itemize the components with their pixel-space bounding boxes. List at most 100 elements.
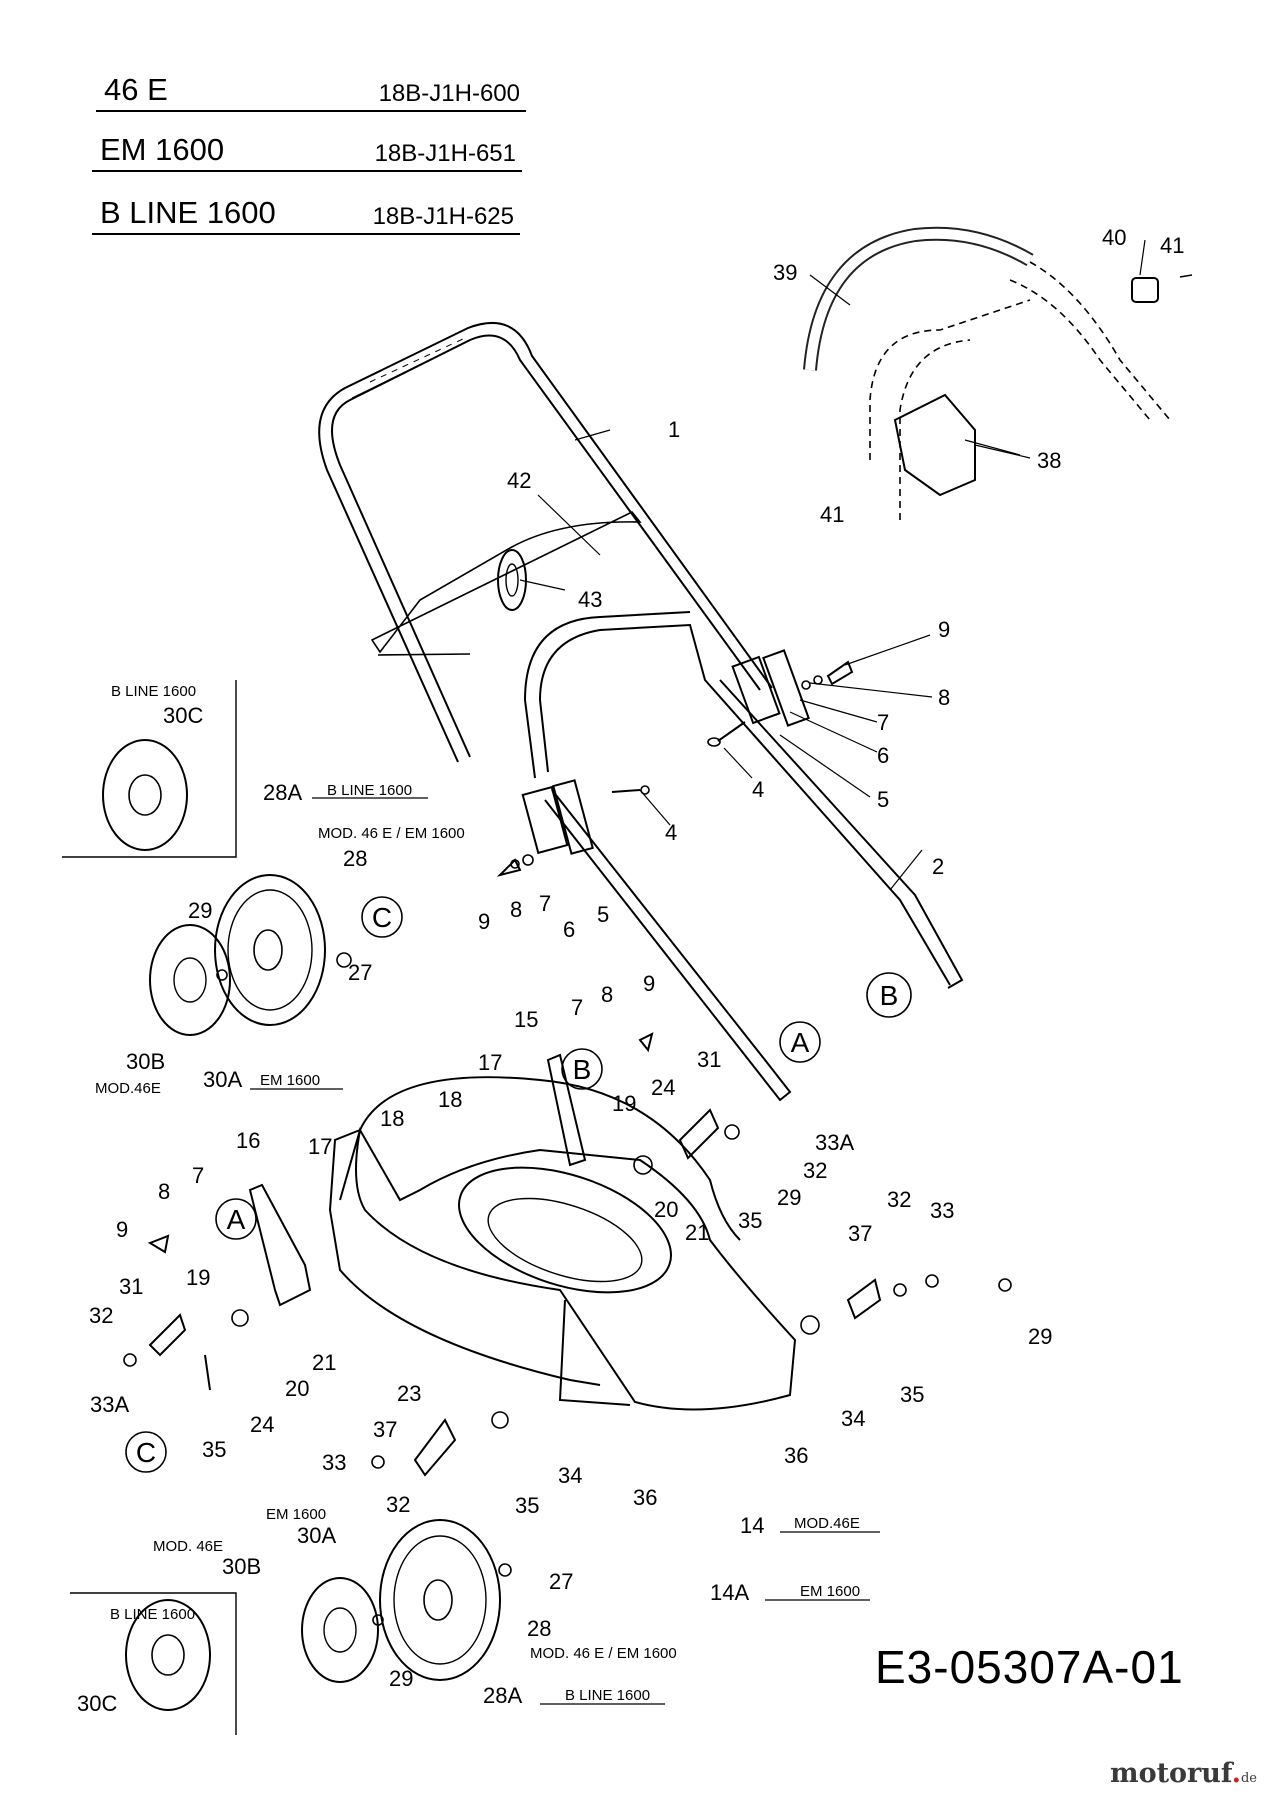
part-label-7-lower-left: 7 <box>192 1163 204 1188</box>
variant-label-b-line-28a-bottom: B LINE 1600 <box>565 1687 650 1704</box>
part-label-35-bottom: 35 <box>515 1493 539 1518</box>
part-callouts: 1 2 4 4 5 5 6 6 7 7 7 7 8 8 8 8 9 9 9 9 … <box>77 225 1184 1716</box>
part-label-32-left: 32 <box>89 1303 113 1328</box>
part-label-17-left: 17 <box>308 1134 332 1159</box>
logo-dot: . <box>1231 1758 1241 1789</box>
part-label-35-left: 35 <box>202 1437 226 1462</box>
model-code: 18B-J1H-651 <box>374 140 516 167</box>
part-label-9-right: 9 <box>938 617 950 642</box>
part-label-19-left: 19 <box>186 1265 210 1290</box>
part-label-18-top: 18 <box>438 1087 462 1112</box>
part-label-8-right: 8 <box>938 685 950 710</box>
detail-ref-b-right[interactable]: B <box>866 972 912 1018</box>
document-number: E3-05307A-01 <box>875 1641 1184 1693</box>
variant-label-b-line-inset-top: B LINE 1600 <box>111 683 196 700</box>
leader-lines <box>519 239 1146 891</box>
part-label-4-left: 4 <box>665 820 677 845</box>
handle-top-right-detail <box>803 226 1193 520</box>
part-label-30c-top: 30C <box>163 703 203 728</box>
model-row-46e: 46 E 18B-J1H-600 <box>96 70 526 112</box>
detail-ref-c-top[interactable]: C <box>361 896 403 938</box>
inset-wheel-bottom <box>125 1599 211 1711</box>
part-label-32-bottom: 32 <box>386 1492 410 1517</box>
height-adjuster-left <box>123 1183 312 1391</box>
upper-handle <box>318 321 773 763</box>
part-label-31-top: 31 <box>697 1047 721 1072</box>
part-label-32-center: 32 <box>803 1158 827 1183</box>
variant-labels: B LINE 1600 B LINE 1600 MOD. 46 E / EM 1… <box>95 683 860 1704</box>
variant-label-mod-46e-em-top: MOD. 46 E / EM 1600 <box>318 825 465 842</box>
variant-label-em-30a-bottom: EM 1600 <box>266 1506 326 1523</box>
part-label-29-center: 29 <box>777 1185 801 1210</box>
variant-label-mod-46e-14: MOD.46E <box>794 1515 860 1532</box>
part-label-34-right: 34 <box>841 1406 865 1431</box>
bottom-wheel-assembly <box>301 1519 512 1683</box>
part-label-29-right: 29 <box>1028 1324 1052 1349</box>
part-label-7-right: 7 <box>877 710 889 735</box>
part-label-32-right: 32 <box>887 1187 911 1212</box>
part-label-9-lower-left: 9 <box>116 1217 128 1242</box>
deck-housing <box>328 1076 797 1411</box>
part-label-21-left: 21 <box>312 1350 336 1375</box>
part-label-17-top: 17 <box>478 1050 502 1075</box>
part-label-30c-bottom: 30C <box>77 1691 117 1716</box>
part-label-5-right: 5 <box>877 787 889 812</box>
part-label-33-bottom: 33 <box>322 1450 346 1475</box>
part-label-8-center: 8 <box>601 982 613 1007</box>
inset-box-bottom <box>70 1592 237 1735</box>
model-row-em1600: EM 1600 18B-J1H-651 <box>92 130 522 172</box>
part-label-33a-left: 33A <box>90 1392 129 1417</box>
part-label-7-left: 7 <box>539 891 551 916</box>
part-label-41-top: 41 <box>1160 233 1184 258</box>
svg-text:A: A <box>791 1027 810 1058</box>
part-label-20-center: 20 <box>654 1197 678 1222</box>
model-name: 46 E <box>104 72 168 107</box>
part-label-35-right: 35 <box>900 1382 924 1407</box>
part-label-40: 40 <box>1102 225 1126 250</box>
part-label-27-bottom: 27 <box>549 1569 573 1594</box>
part-label-7-center: 7 <box>571 995 583 1020</box>
logo-brand: motoruf <box>1110 1758 1232 1789</box>
detail-ref-b-center[interactable]: B <box>561 1048 603 1090</box>
part-label-18-left: 18 <box>380 1106 404 1131</box>
part-label-36-right: 36 <box>784 1443 808 1468</box>
part-label-43: 43 <box>578 587 602 612</box>
model-row-bline1600: B LINE 1600 18B-J1H-625 <box>92 193 520 235</box>
height-adjuster-right <box>800 1274 1012 1335</box>
part-label-36-bottom: 36 <box>633 1485 657 1510</box>
svg-text:C: C <box>136 1437 156 1468</box>
part-label-39: 39 <box>773 260 797 285</box>
part-label-33-right: 33 <box>930 1198 954 1223</box>
model-name: B LINE 1600 <box>100 195 276 230</box>
variant-label-mod-46e-em-bottom: MOD. 46 E / EM 1600 <box>530 1645 677 1662</box>
svg-text:B: B <box>880 980 899 1011</box>
part-label-8-lower-left: 8 <box>158 1179 170 1204</box>
part-label-30b-bottom: 30B <box>222 1554 261 1579</box>
part-label-19-top: 19 <box>612 1091 636 1116</box>
part-label-9-left: 9 <box>478 909 490 934</box>
part-label-6-right: 6 <box>877 743 889 768</box>
detail-ref-c-bottom[interactable]: C <box>125 1431 167 1473</box>
detail-ref-a-right[interactable]: A <box>779 1021 821 1063</box>
svg-text:B: B <box>573 1054 592 1085</box>
top-wheel-assembly <box>149 874 352 1036</box>
part-label-9-center: 9 <box>643 971 655 996</box>
model-code: 18B-J1H-625 <box>372 203 514 230</box>
variant-label-b-line-inset-bottom: B LINE 1600 <box>110 1606 195 1623</box>
part-label-33a-top: 33A <box>815 1130 854 1155</box>
svg-text:C: C <box>372 902 392 933</box>
variant-label-mod-46e-30b: MOD.46E <box>95 1080 161 1097</box>
model-name: EM 1600 <box>100 132 225 167</box>
part-label-31-left: 31 <box>119 1274 143 1299</box>
model-code: 18B-J1H-600 <box>378 80 520 107</box>
part-label-42: 42 <box>507 468 531 493</box>
detail-ref-a-left[interactable]: A <box>215 1198 257 1240</box>
inset-wheel-top <box>102 739 188 851</box>
part-label-16: 16 <box>236 1128 260 1153</box>
part-label-23: 23 <box>397 1381 421 1406</box>
logo-tld: de <box>1240 1771 1257 1786</box>
part-label-14: 14 <box>740 1513 764 1538</box>
motoruf-logo[interactable]: motoruf.de <box>1110 1758 1257 1789</box>
variant-label-em-30a: EM 1600 <box>260 1072 320 1089</box>
